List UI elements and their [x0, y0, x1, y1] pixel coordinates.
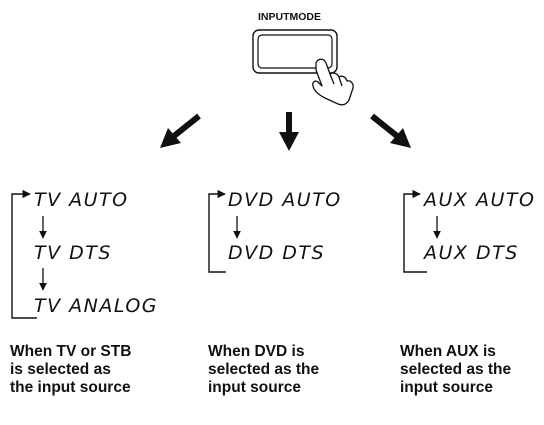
arrow-down-icon — [279, 112, 299, 151]
mode-cycle-aux: AUX AUTO AUX DTS — [403, 189, 535, 273]
caption-dvd: When DVD is selected as the input source — [208, 343, 358, 397]
mode-tv-dts: TV DTS — [34, 242, 112, 264]
mode-tv-analog: TV ANALOG — [34, 295, 158, 317]
pressing-hand-icon — [312, 58, 354, 106]
caption-aux: When AUX is selected as the input source — [400, 343, 544, 397]
mode-aux-dts: AUX DTS — [422, 242, 519, 264]
arrow-down-left-icon — [160, 113, 201, 148]
mode-aux-auto: AUX AUTO — [422, 189, 535, 211]
caption-aux-line: selected as the — [400, 361, 512, 378]
caption-aux-line: input source — [400, 379, 494, 396]
mode-dvd-dts: DVD DTS — [228, 242, 325, 264]
mode-cycle-tv: TV AUTO TV DTS TV ANALOG — [11, 189, 158, 319]
caption-tv: When TV or STB is selected as the input … — [10, 343, 160, 397]
caption-dvd-line: selected as the — [208, 361, 320, 378]
caption-dvd-line: When DVD is — [208, 343, 305, 360]
arrow-down-right-icon — [370, 113, 411, 148]
button-label: INPUTMODE — [258, 11, 321, 23]
mode-cycle-dvd: DVD AUTO DVD DTS — [208, 189, 342, 273]
mode-dvd-auto: DVD AUTO — [228, 189, 342, 211]
caption-tv-line: When TV or STB — [10, 343, 132, 360]
mode-tv-auto: TV AUTO — [34, 189, 129, 211]
caption-tv-line: the input source — [10, 379, 131, 396]
caption-aux-line: When AUX is — [400, 343, 496, 360]
caption-dvd-line: input source — [208, 379, 302, 396]
caption-tv-line: is selected as — [10, 361, 111, 378]
